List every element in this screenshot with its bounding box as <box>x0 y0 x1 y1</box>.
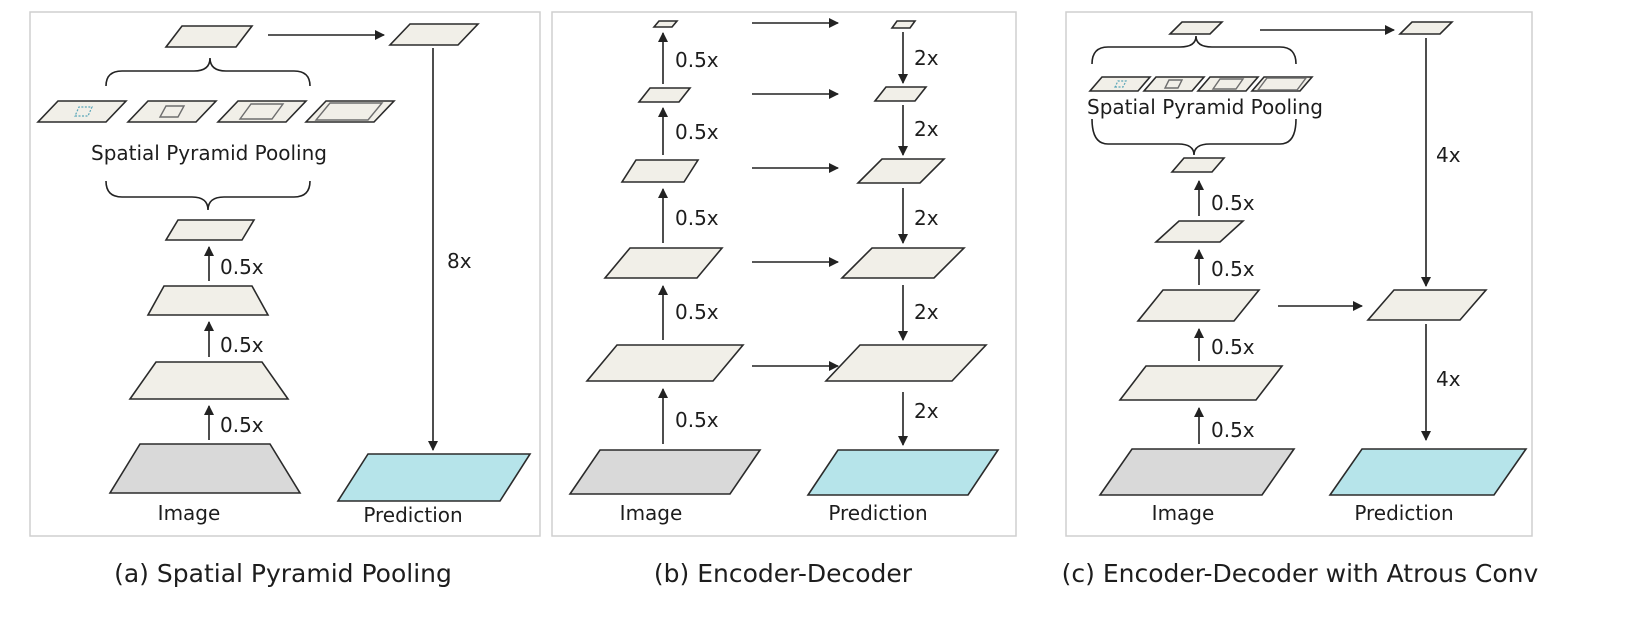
decoder-map-3 <box>856 158 946 184</box>
output-feature-map <box>1398 21 1454 35</box>
prediction-plane <box>806 449 1000 496</box>
pooled-feature-map <box>164 25 254 48</box>
scale-label: 0.5x <box>220 255 264 279</box>
pooling-region <box>314 102 384 121</box>
feature-map-4 <box>637 87 692 103</box>
spp-label: Spatial Pyramid Pooling <box>91 141 327 165</box>
pooling-plane <box>36 100 128 123</box>
feature-map-3 <box>164 219 256 241</box>
scale-label: 2x <box>914 300 939 324</box>
pooling-region <box>158 105 186 118</box>
caption-a: (a) Spatial Pyramid Pooling <box>114 559 452 588</box>
image-label: Image <box>158 501 221 525</box>
pooling-region <box>1211 78 1245 90</box>
prediction-label: Prediction <box>828 501 927 525</box>
scale-label: 2x <box>914 117 939 141</box>
scale-label: 0.5x <box>675 206 719 230</box>
prediction-plane <box>336 453 532 502</box>
feature-map-2 <box>1136 289 1261 322</box>
pooling-plane <box>1196 76 1260 92</box>
upper-brace <box>1091 35 1297 65</box>
pooling-region <box>74 106 93 117</box>
panel-b: 0.5x 0.5x 0.5x 0.5x 0.5x 2x 2x 2x 2x 2x … <box>568 18 1000 525</box>
output-feature-map <box>388 23 480 46</box>
pooling-plane <box>1088 76 1152 92</box>
feature-map-2 <box>603 247 724 279</box>
panel-a-border <box>29 11 541 537</box>
feature-map-2 <box>146 285 270 316</box>
feature-map-4 <box>1170 157 1226 173</box>
feature-map-1 <box>1118 365 1284 401</box>
upsample-label: 4x <box>1436 367 1461 391</box>
scale-label: 0.5x <box>220 413 264 437</box>
scale-label: 0.5x <box>675 408 719 432</box>
pooling-plane <box>1250 76 1314 92</box>
scale-label: 0.5x <box>1211 418 1255 442</box>
pooling-region <box>1114 80 1127 88</box>
scale-label: 0.5x <box>220 333 264 357</box>
scale-label: 0.5x <box>675 48 719 72</box>
feature-map-5 <box>652 20 679 28</box>
image-plane <box>568 449 762 495</box>
spp-label: Spatial Pyramid Pooling <box>1087 95 1323 119</box>
decoder-map-2 <box>873 86 928 102</box>
upsample-label: 8x <box>447 249 472 273</box>
feature-map-1 <box>128 361 290 400</box>
upsample-label: 4x <box>1436 143 1461 167</box>
scale-label: 0.5x <box>1211 257 1255 281</box>
scale-label: 0.5x <box>1211 191 1255 215</box>
pooling-plane <box>216 100 308 123</box>
scale-label: 2x <box>914 399 939 423</box>
scale-label: 2x <box>914 206 939 230</box>
feature-map-3 <box>1153 220 1246 243</box>
image-label: Image <box>1152 501 1215 525</box>
caption-b: (b) Encoder-Decoder <box>654 559 913 588</box>
prediction-label: Prediction <box>363 503 462 527</box>
decoder-map <box>1366 289 1488 321</box>
decoder-map-4 <box>840 247 966 279</box>
scale-label: 0.5x <box>675 120 719 144</box>
scale-label: 2x <box>914 46 939 70</box>
scale-label: 0.5x <box>1211 335 1255 359</box>
pooled-feature-map <box>1168 21 1224 35</box>
caption-c: (c) Encoder-Decoder with Atrous Conv <box>1062 559 1539 588</box>
pooling-plane <box>126 100 218 123</box>
panel-c: 0.5x 0.5x 0.5x 0.5x Spatial Pyramid Pool… <box>1087 21 1528 525</box>
upper-brace <box>105 57 311 87</box>
decoder-map-1 <box>890 20 917 29</box>
pooling-region <box>1163 79 1184 89</box>
image-label: Image <box>620 501 683 525</box>
feature-map-1 <box>585 344 745 382</box>
prediction-plane <box>1328 448 1528 496</box>
feature-map-3 <box>620 159 700 183</box>
prediction-label: Prediction <box>1354 501 1453 525</box>
lower-brace <box>105 180 311 211</box>
scale-label: 0.5x <box>675 300 719 324</box>
lower-brace <box>1091 118 1297 156</box>
panel-a: 0.5x 0.5x 0.5x Spatial Pyramid Pooling 8… <box>36 23 532 527</box>
pooling-plane <box>1142 76 1206 92</box>
image-plane <box>108 443 302 494</box>
pooling-region <box>1256 77 1308 91</box>
image-plane <box>1098 448 1296 496</box>
pooling-region <box>238 103 285 120</box>
decoder-map-5 <box>824 344 988 382</box>
